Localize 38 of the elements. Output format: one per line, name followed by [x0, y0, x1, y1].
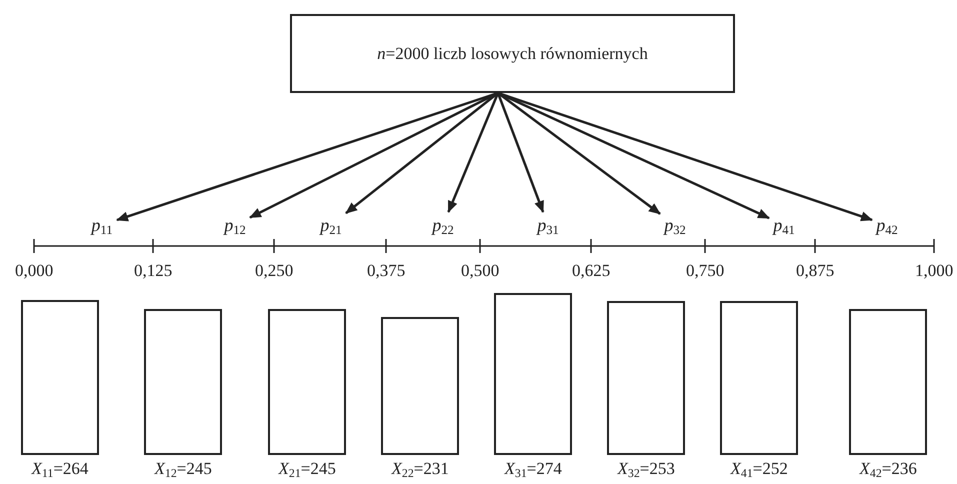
count-bar — [720, 301, 798, 455]
probability-label: p$_{12}$ — [220, 212, 250, 238]
probability-label: p$_{11}$ — [87, 212, 117, 238]
probability-label: p$_{42}$ — [872, 212, 902, 238]
count-label: X$_{42}$=236 — [860, 459, 917, 479]
count-bar — [381, 317, 459, 455]
tick-label: 0,500 — [461, 261, 500, 281]
probability-label: p$_{21}$ — [316, 212, 346, 238]
tick-label: 0,875 — [796, 261, 834, 281]
count-label: X$_{21}$=245 — [278, 459, 336, 479]
tick-label: 0,125 — [134, 261, 172, 281]
count-label: X$_{31}$=274 — [504, 459, 562, 479]
arrow — [496, 92, 544, 213]
count-bar — [849, 309, 927, 455]
arrow — [497, 92, 661, 215]
probability-label: p$_{31}$ — [533, 212, 563, 238]
count-bar — [607, 301, 685, 455]
tick-label: 0,625 — [572, 261, 610, 281]
count-label: X$_{41}$=252 — [730, 459, 788, 479]
count-bar — [21, 300, 99, 455]
count-label: X$_{12}$=245 — [154, 459, 212, 479]
tick-label: 0,750 — [686, 261, 724, 281]
count-bar — [144, 309, 222, 455]
arrow — [447, 92, 500, 213]
tick-label: 0,000 — [15, 261, 54, 281]
probability-label: p$_{41}$ — [769, 212, 799, 238]
count-label: X$_{22}$=231 — [392, 459, 449, 479]
tick-label: 0,250 — [255, 261, 294, 281]
count-bar — [268, 309, 346, 455]
count-bar — [494, 293, 572, 455]
count-label: X$_{11}$=264 — [32, 459, 88, 479]
process-box — [290, 14, 735, 93]
probability-label: p$_{22}$ — [428, 212, 458, 238]
probability-label: p$_{32}$ — [660, 212, 690, 238]
tick-label: 1,000 — [915, 261, 954, 281]
tick-label: 0,375 — [367, 261, 406, 281]
count-label: X$_{32}$=253 — [618, 459, 675, 479]
box-title: n=2000 liczb losowych równomiernych — [377, 44, 648, 64]
